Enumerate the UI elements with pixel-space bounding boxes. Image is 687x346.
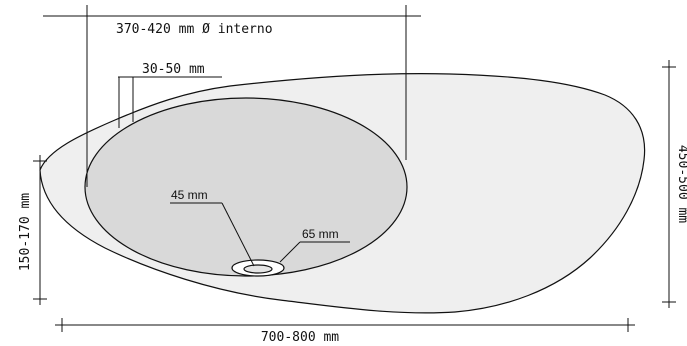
drain-inner-ring <box>243 264 273 274</box>
drain-outer-dimension: 65 mm <box>279 227 350 263</box>
length-dimension: 700-800 mm <box>55 318 635 345</box>
inner-basin <box>84 97 408 277</box>
inner-diameter-label: 370-420 mm Ø interno <box>116 22 273 37</box>
drain-outer-label: 65 mm <box>302 227 339 241</box>
depth-label: 450-500 mm <box>675 145 687 223</box>
drain-inner-label: 45 mm <box>171 188 208 202</box>
rim-width-dimension: 30-50 mm <box>118 62 222 128</box>
rim-width-label: 30-50 mm <box>142 62 205 77</box>
height-dimension: 150-170 mm <box>18 155 47 305</box>
inner-diameter-dimension: 370-420 mm Ø interno <box>43 5 421 187</box>
length-label: 700-800 mm <box>261 330 339 345</box>
drain-inner-dimension: 45 mm <box>170 188 255 267</box>
height-label: 150-170 mm <box>18 193 33 271</box>
depth-dimension: 450-500 mm <box>662 60 687 308</box>
